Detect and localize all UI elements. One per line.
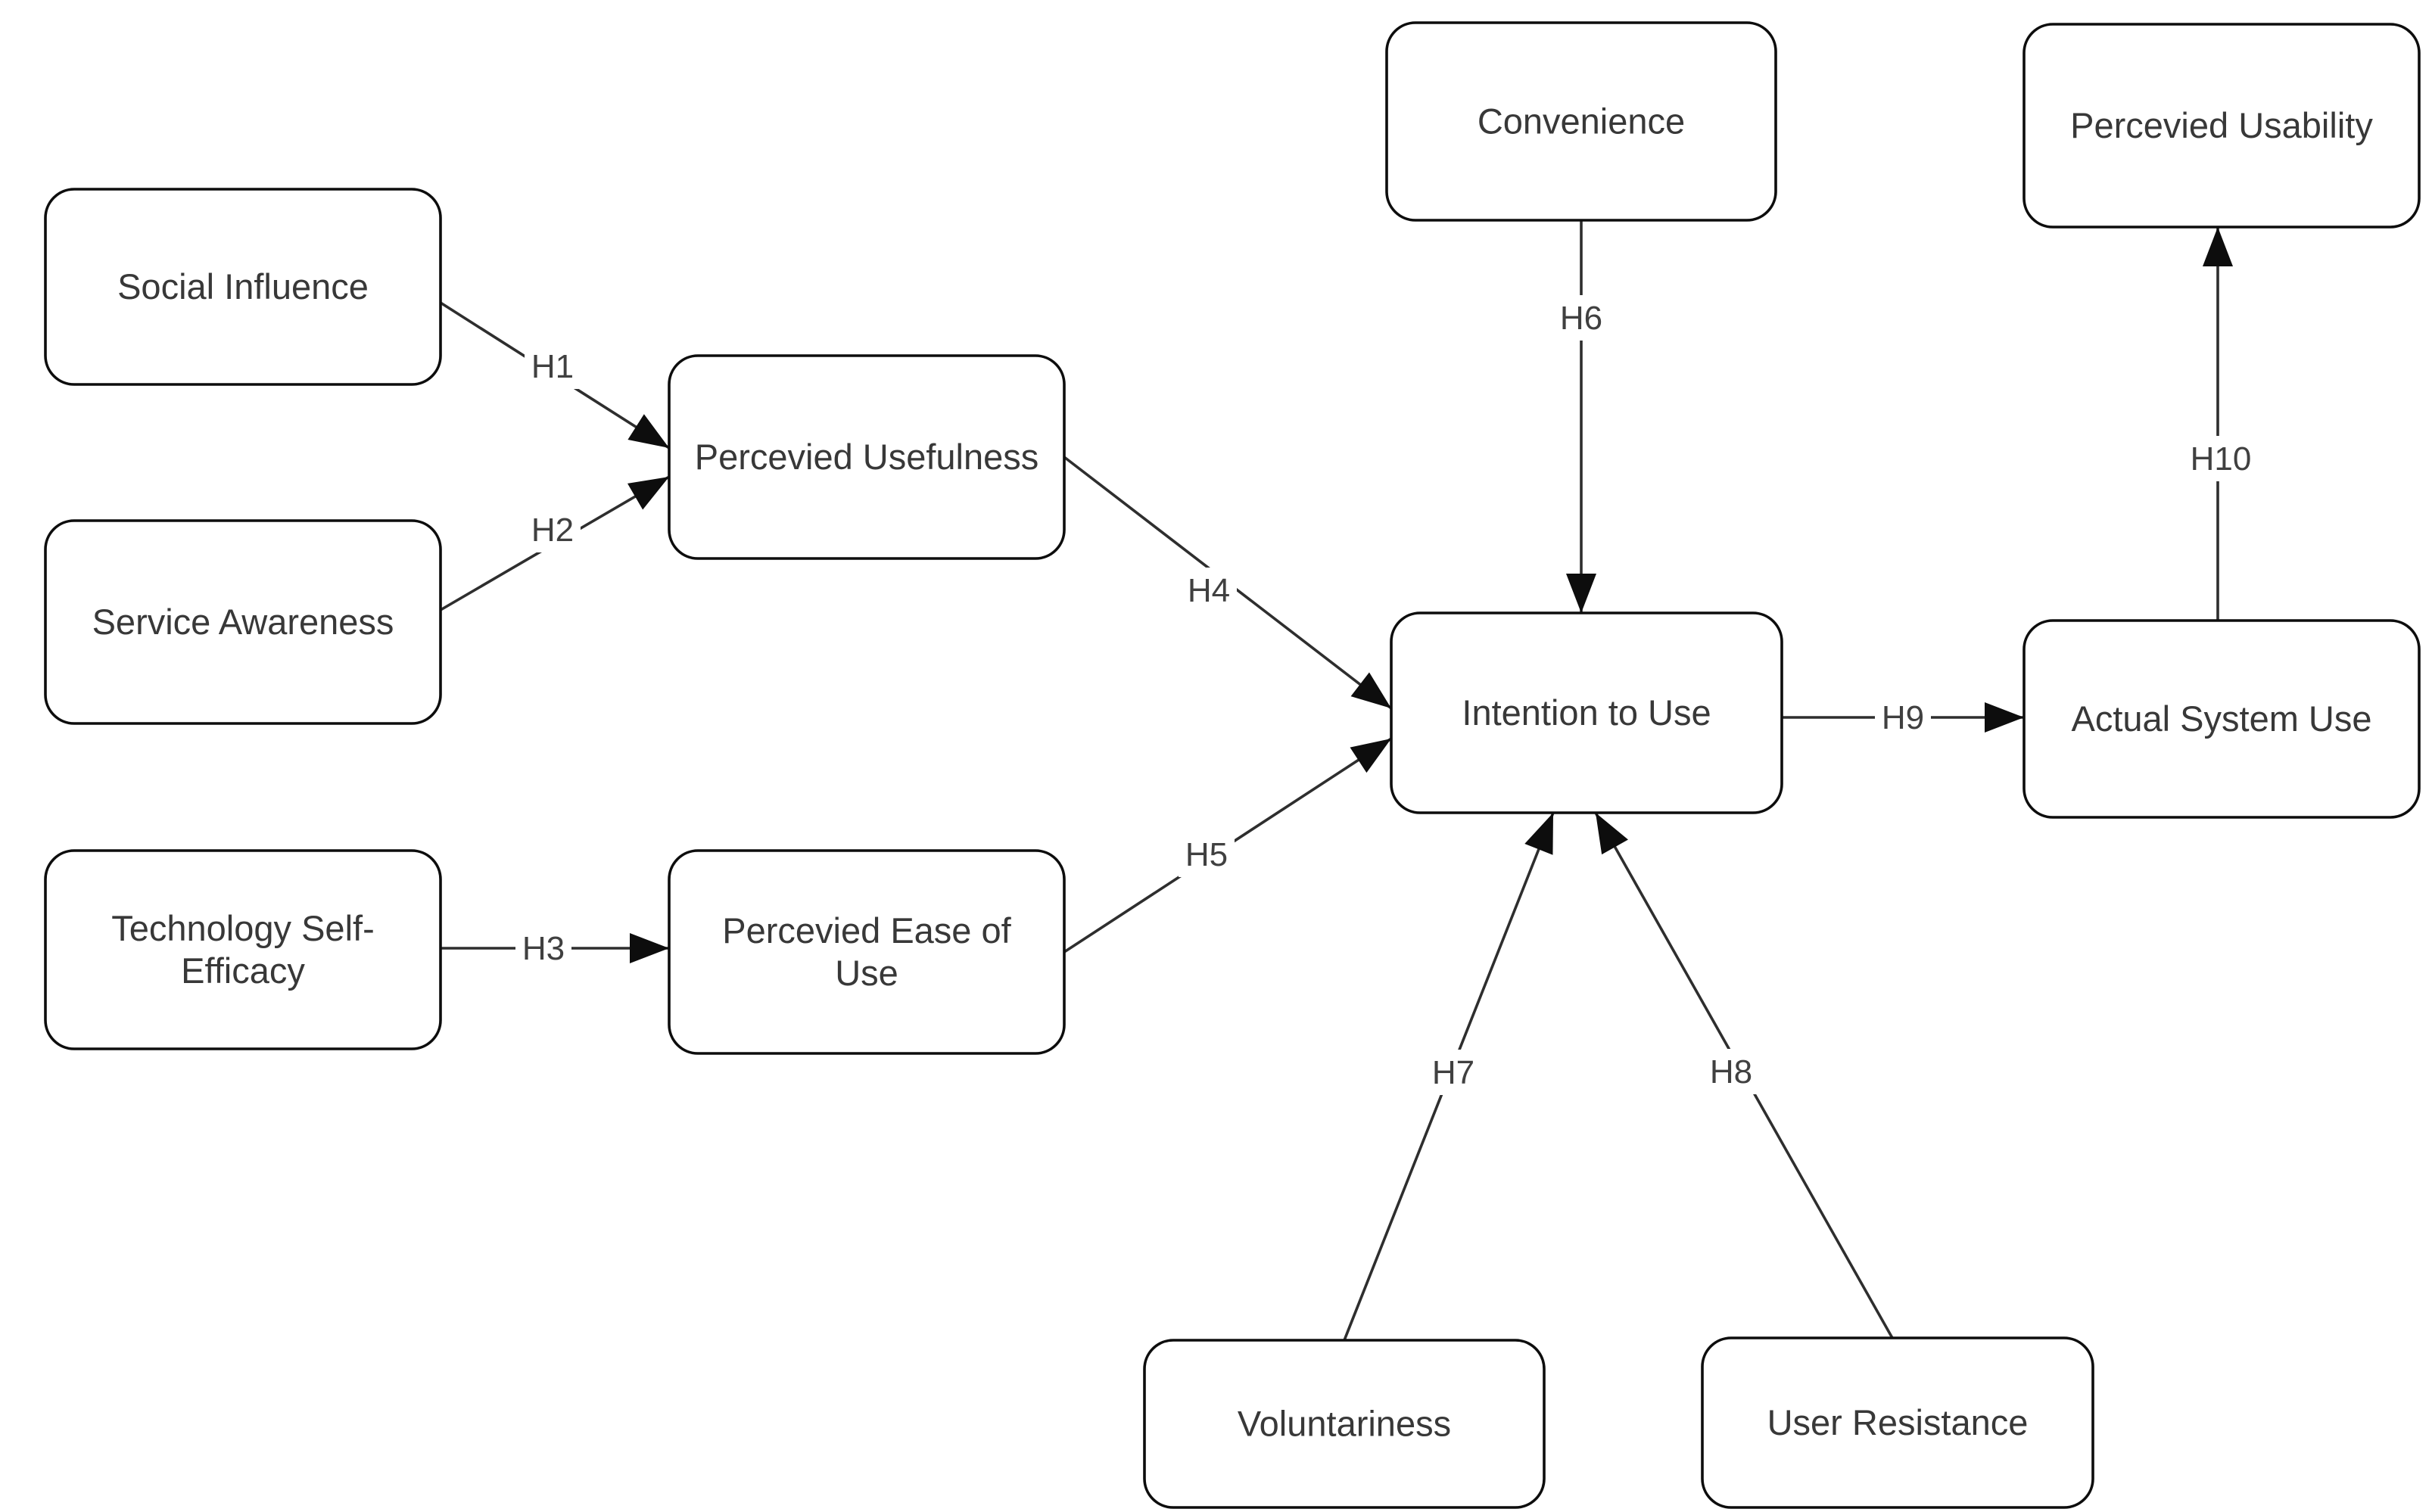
edge-h9: H9: [1782, 695, 2024, 740]
edge-h2-label-background: [525, 507, 581, 552]
node-voluntariness-box: [1143, 1339, 1546, 1509]
node-convenience-label: Convenience: [1478, 101, 1685, 142]
edge-h6-label-background: [1553, 295, 1609, 341]
node-actual-system-use-label: Actual System Use: [2071, 698, 2371, 739]
edge-h8-label-background: [1703, 1049, 1759, 1094]
node-actual-system-use: Actual System Use: [2023, 619, 2421, 819]
edge-h1-label: H1: [531, 348, 574, 385]
edge-h5-label: H5: [1185, 836, 1228, 873]
node-user-resistance-label: User Resistance: [1767, 1402, 2029, 1442]
node-percevied-usability: Percevied Usability: [2023, 23, 2421, 229]
node-social-influence-label: Social Influence: [117, 266, 369, 306]
edge-h8: H8: [1594, 812, 1894, 1339]
node-technology-self-efficacy-box: [44, 849, 442, 1050]
node-service-awareness: Service Awareness: [44, 519, 442, 725]
edge-h1-label-background: [525, 344, 581, 389]
edge-h3: H3: [441, 926, 669, 971]
edge-h9-label-background: [1875, 695, 1931, 740]
edge-h6-label: H6: [1560, 300, 1602, 337]
node-technology-self-efficacy-label: Technology Self-Efficacy: [111, 908, 374, 991]
edge-h2: H2: [440, 475, 670, 611]
edge-h3-label: H3: [522, 930, 565, 967]
node-voluntariness-label: Voluntariness: [1238, 1404, 1451, 1444]
node-convenience: Convenience: [1385, 21, 1777, 222]
edge-h5: H5: [1063, 737, 1392, 954]
node-technology-self-efficacy: Technology Self-Efficacy: [44, 849, 442, 1050]
edge-h5-label-background: [1179, 832, 1235, 877]
edge-h7-label: H7: [1432, 1054, 1474, 1091]
node-service-awareness-label: Service Awareness: [92, 602, 394, 642]
node-percevied-usefulness: Percevied Usefulness: [668, 354, 1066, 560]
node-percevied-usability-box: [2023, 23, 2421, 229]
node-percevied-usefulness-label: Percevied Usefulness: [695, 437, 1039, 477]
node-social-influence: Social Influence: [44, 188, 442, 386]
edge-h4-label: H4: [1188, 572, 1230, 609]
node-percevied-ease-of-use-box: [668, 849, 1066, 1055]
node-intention-to-use-box: [1390, 611, 1783, 814]
edge-h10-label-background: [2183, 436, 2259, 481]
node-user-resistance-box: [1701, 1336, 2094, 1509]
node-percevied-usability-label: Percevied Usability: [2070, 105, 2373, 145]
node-user-resistance: User Resistance: [1701, 1336, 2094, 1509]
node-intention-to-use-label: Intention to Use: [1462, 692, 1711, 733]
node-convenience-box: [1385, 21, 1777, 222]
edge-h7-label-background: [1425, 1050, 1481, 1095]
edge-h9-label: H9: [1882, 699, 1924, 736]
edge-h10-label: H10: [2191, 440, 2252, 478]
edge-h3-label-background: [515, 926, 571, 971]
node-voluntariness: Voluntariness: [1143, 1339, 1546, 1509]
edge-h1: H1: [440, 301, 670, 450]
node-social-influence-box: [44, 188, 442, 386]
edge-h4: H4: [1063, 456, 1393, 710]
node-intention-to-use: Intention to Use: [1390, 611, 1783, 814]
node-service-awareness-box: [44, 519, 442, 725]
edge-h6: H6: [1553, 220, 1609, 613]
node-percevied-usefulness-box: [668, 354, 1066, 560]
edge-h7: H7: [1343, 812, 1555, 1341]
edge-h10: H10: [2183, 227, 2259, 621]
edge-h8-label: H8: [1710, 1053, 1752, 1090]
node-actual-system-use-box: [2023, 619, 2421, 819]
edge-h2-label: H2: [531, 512, 574, 549]
edge-h4-label-background: [1181, 568, 1237, 613]
